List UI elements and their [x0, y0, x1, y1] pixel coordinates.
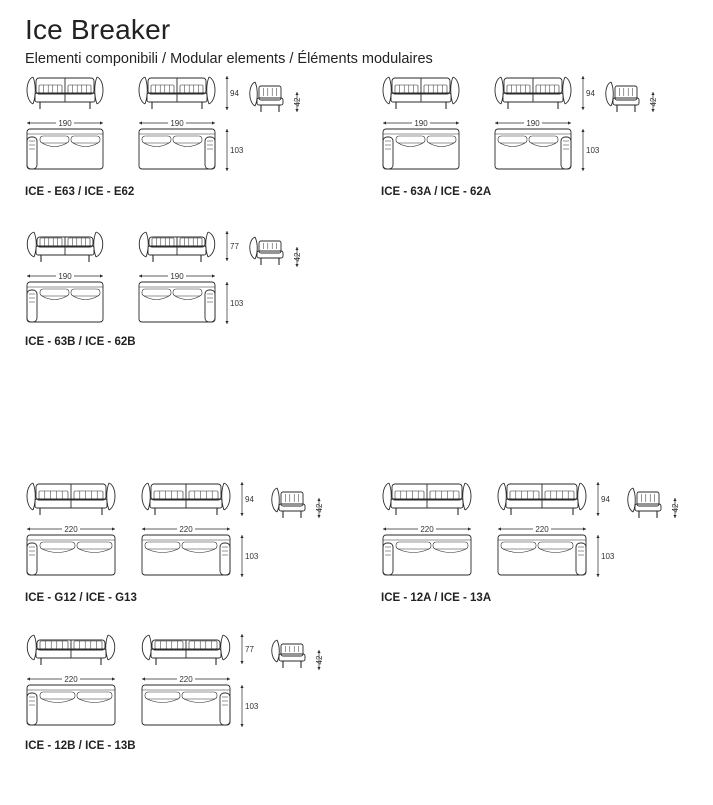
width-dimension: 190 — [58, 119, 72, 128]
sofa-drawings — [26, 482, 306, 576]
width-dimension: 220 — [64, 675, 78, 684]
page-title: Ice Breaker — [25, 14, 171, 45]
seat-height-dimension: 42 — [315, 503, 324, 512]
module-drawing: 190 190 94 103 42 — [382, 76, 658, 171]
sofa-drawings — [382, 76, 640, 170]
seat-height-dimension: 42 — [293, 97, 302, 106]
module-label: ICE - E63 / ICE - E62 — [25, 186, 135, 198]
height-dimension: 94 — [230, 89, 239, 98]
width-dimension: 220 — [179, 525, 193, 534]
width-dimension: 220 — [179, 675, 193, 684]
dimension-marks: 190 190 94 103 42 — [383, 76, 658, 171]
module-label: ICE - G12 / ICE - G13 — [25, 592, 137, 604]
height-dimension: 77 — [245, 645, 254, 654]
module-group-g12-g13: 220 220 94 103 42 ICE - G12 / ICE - G13 — [25, 478, 345, 613]
height-dimension: 94 — [245, 495, 254, 504]
seat-height-dimension: 42 — [293, 252, 302, 261]
width-dimension: 190 — [58, 272, 72, 281]
depth-dimension: 103 — [586, 146, 600, 155]
seat-height-dimension: 42 — [649, 97, 658, 106]
depth-dimension: 103 — [230, 299, 244, 308]
sofa-drawings — [382, 482, 662, 576]
width-dimension: 190 — [170, 272, 184, 281]
seat-height-dimension: 42 — [671, 503, 680, 512]
dimension-marks: 220 220 94 103 42 — [27, 482, 324, 577]
seat-height-dimension: 42 — [315, 655, 324, 664]
width-dimension: 220 — [535, 525, 549, 534]
module-drawing: 190 190 94 103 42 — [26, 76, 302, 171]
sofa-drawings — [26, 76, 284, 170]
width-dimension: 220 — [64, 525, 78, 534]
module-group-12a-13a: 220 220 94 103 42 ICE - 12A / ICE - 13A — [381, 478, 701, 613]
dimension-marks: 190 190 94 103 42 — [27, 76, 302, 171]
module-group-63a-62a: 190 190 94 103 42 ICE - 63A / ICE - 62A — [381, 72, 671, 207]
module-drawing: 220 220 94 103 42 — [382, 482, 680, 577]
height-dimension: 94 — [586, 89, 595, 98]
dimension-marks: 190 190 77 103 42 — [27, 231, 302, 324]
height-dimension: 77 — [230, 242, 239, 251]
dimension-marks: 220 220 94 103 42 — [383, 482, 680, 577]
width-dimension: 190 — [526, 119, 540, 128]
sofa-drawings — [26, 231, 284, 323]
module-drawing: 220 220 77 103 42 — [26, 634, 324, 727]
depth-dimension: 103 — [245, 702, 259, 711]
width-dimension: 190 — [414, 119, 428, 128]
module-group-63b-62b: 190 190 77 103 42 ICE - 63B / ICE - 62B — [25, 225, 315, 355]
sofa-drawings — [26, 634, 306, 726]
depth-dimension: 103 — [245, 552, 259, 561]
width-dimension: 220 — [420, 525, 434, 534]
module-drawing: 190 190 77 103 42 — [26, 231, 302, 324]
module-drawing: 220 220 94 103 42 — [26, 482, 324, 577]
module-group-e63-e62: 190 190 94 103 42 ICE - E63 / ICE - E62 — [25, 72, 315, 207]
module-label: ICE - 63B / ICE - 62B — [25, 336, 136, 348]
dimension-marks: 220 220 77 103 42 — [27, 634, 324, 727]
module-label: ICE - 12B / ICE - 13B — [25, 740, 136, 752]
height-dimension: 94 — [601, 495, 610, 504]
page-subtitle: Elementi componibili / Modular elements … — [25, 51, 433, 67]
module-label: ICE - 12A / ICE - 13A — [381, 592, 492, 604]
module-group-12b-13b: 220 220 77 103 42 ICE - 12B / ICE - 13B — [25, 628, 345, 758]
depth-dimension: 103 — [230, 146, 244, 155]
width-dimension: 190 — [170, 119, 184, 128]
module-label: ICE - 63A / ICE - 62A — [381, 186, 492, 198]
depth-dimension: 103 — [601, 552, 615, 561]
